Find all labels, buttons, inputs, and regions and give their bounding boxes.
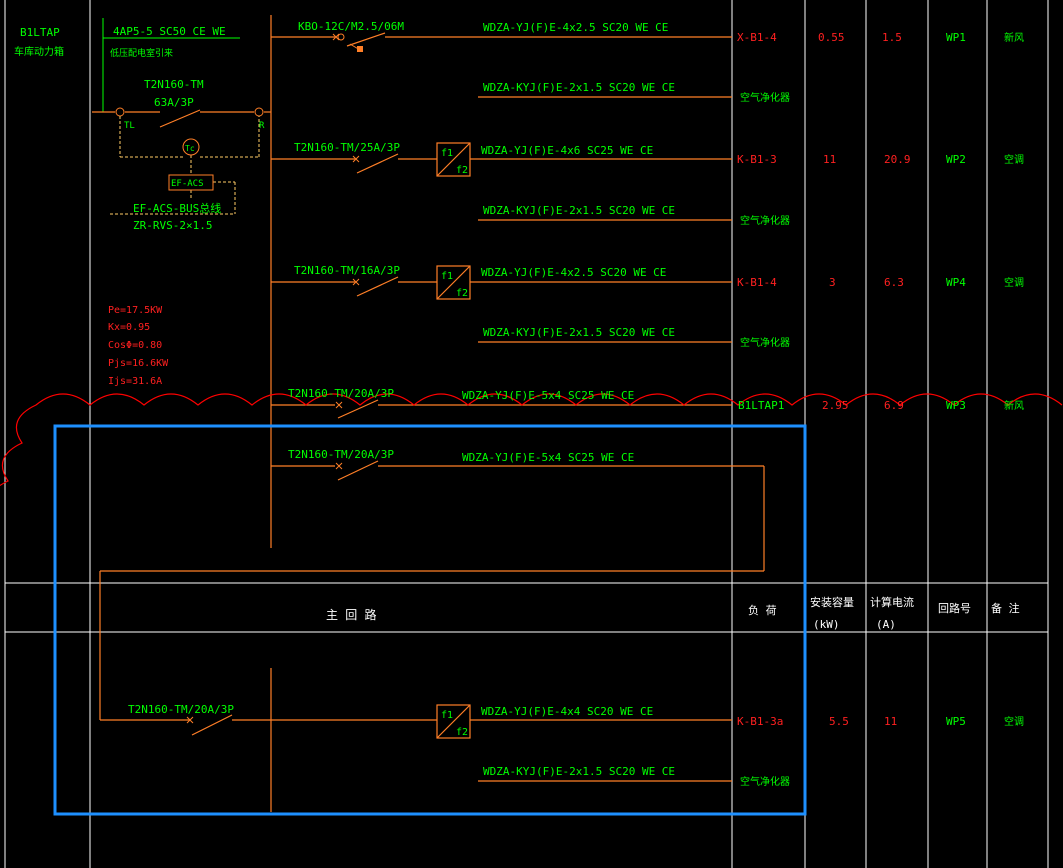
- node-right-label: R: [259, 121, 265, 131]
- fc-bottom-label: f2: [456, 727, 468, 738]
- header-power: 安装容量: [810, 595, 854, 609]
- incoming-cable-label: 4AP5-5 SC50 CE WE: [113, 25, 226, 38]
- power-value: 11: [823, 153, 836, 166]
- note-value: 空调: [1004, 153, 1024, 166]
- node-left-label: TL: [124, 121, 135, 131]
- fc-top-label: f1: [441, 710, 453, 721]
- monitor-module-box: [168, 174, 214, 191]
- cable-label: WDZA-YJ(F)E-4x4 SC20 WE CE: [481, 705, 653, 718]
- cable-label: WDZA-YJ(F)E-4x6 SC25 WE CE: [481, 144, 653, 157]
- current-value: 6.9: [884, 399, 904, 412]
- header-main-circuit: 主 回 路: [326, 607, 376, 622]
- main-breaker-model: T2N160-TM: [144, 78, 204, 91]
- monitor-wiring: [110, 116, 260, 215]
- circuit-no: WP1: [946, 31, 966, 44]
- load-pjs: Pjs=16.6KW: [108, 358, 169, 369]
- cable-label: WDZA-YJ(F)E-5x4 SC25 WE CE: [462, 451, 634, 464]
- cable-label: WDZA-YJ(F)E-4x2.5 SC20 WE CE: [481, 266, 666, 279]
- selection-box[interactable]: [53, 424, 807, 816]
- header-note: 备 注: [991, 601, 1020, 615]
- incoming-note: 低压配电室引来: [110, 47, 173, 59]
- circuit-no: WP5: [946, 715, 966, 728]
- breaker-label: T2N160-TM/20A/3P: [288, 387, 394, 400]
- breaker-label: T2N160-TM/16A/3P: [294, 264, 400, 277]
- load-label: K-B1-4: [737, 276, 777, 289]
- cable-label: WDZA-YJ(F)E-4x2.5 SC20 WE CE: [483, 21, 668, 34]
- cable-label: WDZA-KYJ(F)E-2x1.5 SC20 WE CE: [483, 81, 675, 94]
- fc-box-3: [436, 704, 471, 739]
- fc-bottom-label: f2: [456, 165, 468, 176]
- current-value: 20.9: [884, 153, 911, 166]
- bus-label: EF-ACS-BUS总线: [133, 201, 221, 215]
- header-current: 计算电流: [870, 595, 914, 609]
- breaker-label: KBO-12C/M2.5/06M: [298, 20, 404, 33]
- fc-box-1: [436, 142, 471, 177]
- load-label: K-B1-3a: [737, 715, 783, 728]
- load-label: 空气净化器: [740, 775, 790, 788]
- panel-id: B1LTAP: [20, 26, 60, 39]
- power-value: 0.55: [818, 31, 845, 44]
- load-label: B1LTAP1: [738, 399, 784, 412]
- load-label: 空气净化器: [740, 336, 790, 349]
- breaker-label: T2N160-TM/25A/3P: [294, 141, 400, 154]
- load-ijs: Ijs=31.6A: [108, 376, 162, 387]
- cable-label: WDZA-KYJ(F)E-2x1.5 SC20 WE CE: [483, 765, 675, 778]
- power-value: 3: [829, 276, 836, 289]
- current-value: 11: [884, 715, 897, 728]
- load-label: K-B1-3: [737, 153, 777, 166]
- fc-bottom-label: f2: [456, 288, 468, 299]
- fc-top-label: f1: [441, 271, 453, 282]
- main-breaker-rating: 63A/3P: [154, 96, 194, 109]
- table-grid: [4, 0, 1049, 868]
- note-value: 新风: [1004, 31, 1024, 44]
- panel-name: 车库动力箱: [14, 45, 64, 58]
- wiring: [92, 15, 765, 812]
- monitor-node-icon: [182, 138, 200, 156]
- breaker-label: T2N160-TM/20A/3P: [288, 448, 394, 461]
- power-value: 5.5: [829, 715, 849, 728]
- bus-cable-label: ZR-RVS-2×1.5: [133, 219, 212, 232]
- load-kx: Kx=0.95: [108, 322, 150, 333]
- monitor-module-label: EF-ACS: [171, 179, 204, 189]
- breaker-label: T2N160-TM/20A/3P: [128, 703, 234, 716]
- circuit-no: WP2: [946, 153, 966, 166]
- power-value: 2.95: [822, 399, 849, 412]
- note-value: 空调: [1004, 276, 1024, 289]
- load-label: 空气净化器: [740, 91, 790, 104]
- load-pe: Pe=17.5KW: [108, 305, 163, 316]
- load-label: X-B1-4: [737, 31, 777, 44]
- revision-cloud: [0, 393, 1063, 487]
- header-power-unit: (kW): [813, 618, 840, 631]
- current-value: 1.5: [882, 31, 902, 44]
- note-value: 空调: [1004, 715, 1024, 728]
- cable-label: WDZA-YJ(F)E-5x4 SC25 WE CE: [462, 389, 634, 402]
- fc-box-2: [436, 265, 471, 300]
- current-value: 6.3: [884, 276, 904, 289]
- circuit-no: WP4: [946, 276, 966, 289]
- header-load: 负 荷: [748, 603, 777, 617]
- circuit-no: WP3: [946, 399, 966, 412]
- load-label: 空气净化器: [740, 214, 790, 227]
- header-current-unit: (A): [876, 618, 896, 631]
- note-value: 新风: [1004, 399, 1024, 412]
- load-cos: CosΦ=0.80: [108, 340, 162, 351]
- fc-top-label: f1: [441, 148, 453, 159]
- cable-label: WDZA-KYJ(F)E-2x1.5 SC20 WE CE: [483, 204, 675, 217]
- header-circuit-no: 回路号: [938, 602, 971, 615]
- cable-label: WDZA-KYJ(F)E-2x1.5 SC20 WE CE: [483, 326, 675, 339]
- monitor-node-label: Tc: [185, 144, 195, 153]
- tripping-indicator-icon: [357, 46, 363, 52]
